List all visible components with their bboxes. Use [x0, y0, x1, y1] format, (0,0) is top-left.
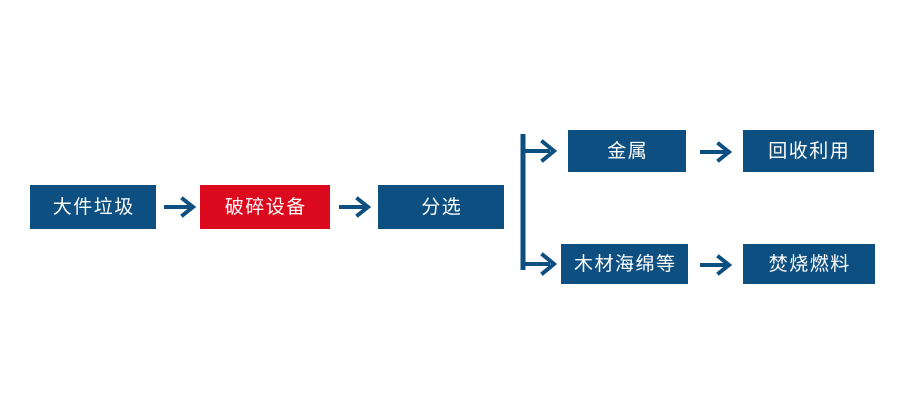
node-recycling-reuse[interactable]: 回收利用 — [743, 130, 874, 172]
split-arrow-upper — [521, 139, 558, 163]
node-metal-label: 金属 — [607, 140, 649, 162]
node-sorting[interactable]: 分选 — [378, 185, 504, 229]
split-arrow-lower — [521, 252, 558, 276]
arrow-right-icon-1 — [163, 194, 199, 220]
node-sorting-label: 分选 — [421, 196, 463, 218]
node-wood-sponge-label: 木材海绵等 — [573, 253, 677, 275]
node-metal[interactable]: 金属 — [568, 130, 686, 172]
arrow-right-icon-2 — [338, 194, 374, 220]
node-bulky-waste[interactable]: 大件垃圾 — [30, 185, 156, 229]
node-incineration-fuel[interactable]: 焚烧燃料 — [743, 244, 875, 284]
split-branch-connector — [518, 128, 562, 276]
arrow-right-icon-3 — [699, 139, 735, 165]
arrow-right-icon-4 — [699, 252, 735, 278]
node-crushing-equipment-label: 破碎设备 — [224, 196, 307, 218]
node-crushing-equipment[interactable]: 破碎设备 — [200, 185, 330, 229]
node-bulky-waste-label: 大件垃圾 — [52, 196, 135, 218]
node-wood-sponge[interactable]: 木材海绵等 — [561, 244, 688, 284]
node-recycling-reuse-label: 回收利用 — [768, 140, 851, 162]
node-incineration-fuel-label: 焚烧燃料 — [768, 253, 851, 275]
